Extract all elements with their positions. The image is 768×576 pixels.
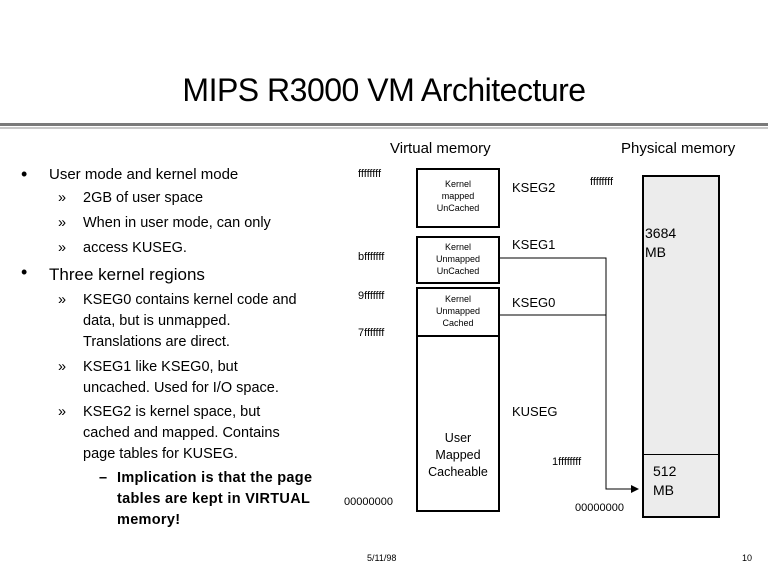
bullet-marker: • <box>21 164 28 184</box>
vaddr-kseg1: bfffffff <box>358 251 385 263</box>
vaddr-kuseg-top: 7fffffff <box>358 327 385 339</box>
physical-memory-box <box>642 175 720 518</box>
kseg1-map-arrow <box>500 257 639 493</box>
kseg0-label: KSEG0 <box>512 295 556 310</box>
sub-bullet-kseg2: » KSEG2 is kernel space, but cached and … <box>58 404 280 462</box>
virtual-memory-label: Virtual memory <box>390 140 491 157</box>
physical-divider <box>642 454 720 455</box>
bullet-user-kernel-mode: User mode and kernel mode <box>49 166 239 183</box>
slide-date: 5/11/98 <box>367 553 397 563</box>
vaddr-bottom: 00000000 <box>344 496 393 508</box>
title-rule-light <box>0 127 768 129</box>
physical-lower-size: 512 MB <box>653 463 677 498</box>
dash-marker: – <box>99 470 108 486</box>
paddr-top: ffffffff <box>590 176 614 188</box>
physical-memory-label: Physical memory <box>621 140 736 157</box>
paddr-bottom: 00000000 <box>575 502 624 514</box>
vaddr-kseg0: 9fffffff <box>358 290 385 302</box>
sub-bullet: »When in user mode, can only <box>58 215 271 231</box>
sub-bullet: »2GB of user space <box>58 190 204 206</box>
physical-upper-size: 3684 MB <box>645 225 677 260</box>
sub-bullet: »access KUSEG. <box>58 240 187 256</box>
bullet-marker: • <box>21 262 28 282</box>
paddr-mid: 1ffffffff <box>552 456 582 468</box>
implication-note: Implication is that the page tables are … <box>117 470 313 528</box>
kuseg-label: KUSEG <box>512 404 558 419</box>
kuseg-box: User Mapped Cacheable <box>416 335 500 512</box>
slide-number: 10 <box>742 553 753 563</box>
slide-title: MIPS R3000 VM Architecture <box>182 72 586 108</box>
kseg2-label: KSEG2 <box>512 180 556 195</box>
vaddr-top: ffffffff <box>358 168 382 180</box>
kseg1-label: KSEG1 <box>512 237 556 252</box>
sub-bullet-kseg0: » KSEG0 contains kernel code and data, b… <box>58 292 297 350</box>
kseg2-box: Kernel mapped UnCached <box>416 168 500 228</box>
bullet-three-kernel-regions: Three kernel regions <box>49 265 205 284</box>
sub-bullet-kseg1: » KSEG1 like KSEG0, but uncached. Used f… <box>58 359 279 396</box>
title-rule-dark <box>0 123 768 126</box>
kseg1-box: Kernel Unmapped UnCached <box>416 236 500 284</box>
